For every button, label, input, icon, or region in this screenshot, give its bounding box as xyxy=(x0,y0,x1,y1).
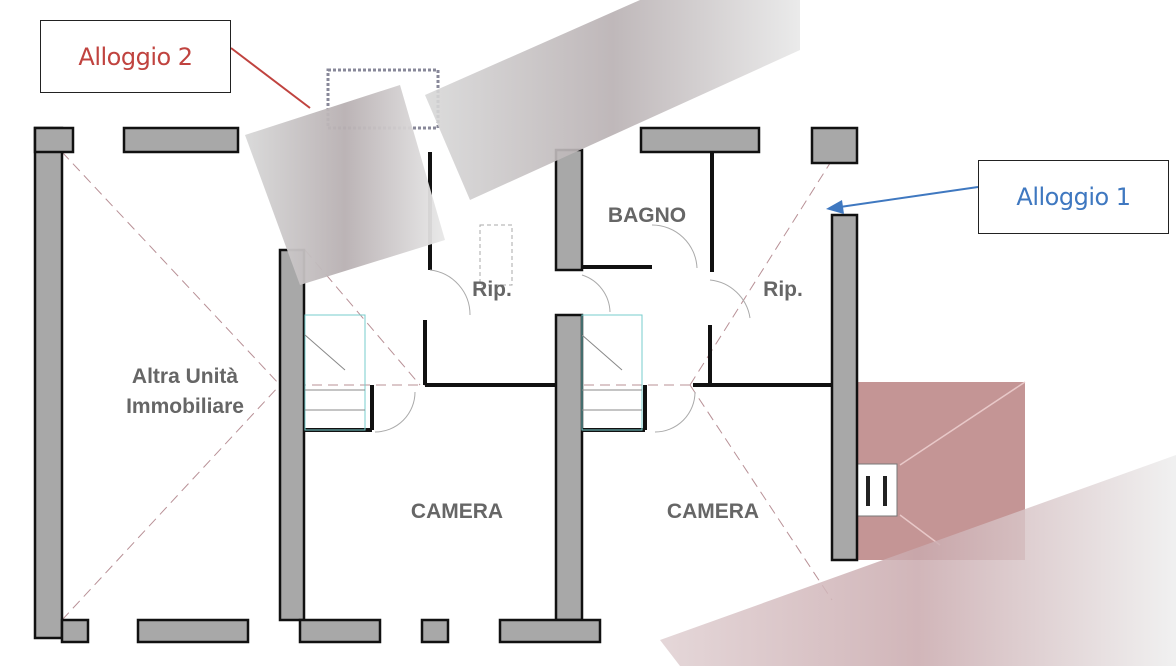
room-label-bagno: BAGNO xyxy=(608,204,686,227)
room-label-rip-left: Rip. xyxy=(472,278,512,301)
room-label-other-unit-2: Immobiliare xyxy=(126,395,244,418)
room-label-rip-right: Rip. xyxy=(763,278,803,301)
staircase-right xyxy=(581,314,643,431)
alloggio-2-callout: Alloggio 2 xyxy=(40,20,231,93)
staircase-left xyxy=(304,314,366,431)
room-label-camera-left: CAMERA xyxy=(411,500,503,523)
redaction-blur xyxy=(245,0,1176,666)
room-label-other-unit-1: Altra Unità xyxy=(132,365,239,388)
door-swings xyxy=(374,224,751,433)
walls xyxy=(33,126,859,644)
hip-lines xyxy=(61,151,833,621)
alloggio-2-leader xyxy=(230,47,311,109)
room-label-camera-right: CAMERA xyxy=(667,500,759,523)
alloggio-1-arrow xyxy=(826,186,979,214)
adjacent-roof xyxy=(856,381,1026,560)
alloggio-1-callout: Alloggio 1 xyxy=(978,160,1169,234)
